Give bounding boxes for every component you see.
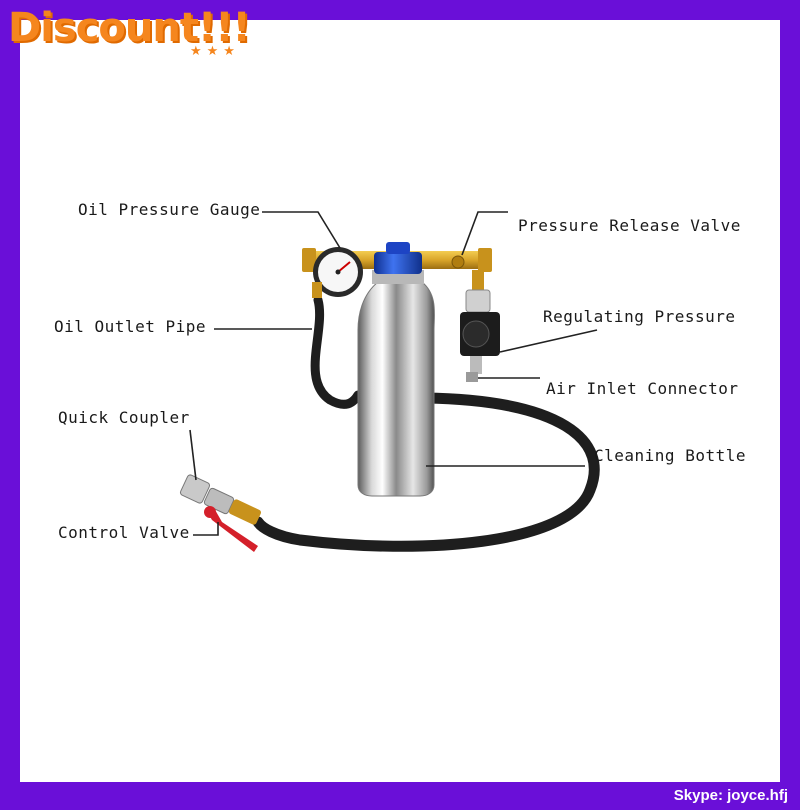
blue-cap <box>374 252 422 274</box>
label-control-valve: Control Valve <box>58 523 190 542</box>
main-hose <box>252 392 600 552</box>
quick-coupler <box>179 474 211 504</box>
leader-control-valve <box>193 522 219 536</box>
label-quick-coupler: Quick Coupler <box>58 408 190 427</box>
leader-pressure-release-valve <box>461 211 508 256</box>
cleaning-bottle <box>357 281 435 497</box>
banner-stars-icon: ★★★ <box>190 44 240 59</box>
label-pressure-release-valve: Pressure Release Valve <box>518 216 741 235</box>
label-air-inlet-connector: Air Inlet Connector <box>546 379 739 398</box>
pressure-regulator <box>465 289 491 313</box>
label-oil-outlet-pipe: Oil Outlet Pipe <box>54 317 206 336</box>
skype-contact: Skype: joyce.hfj <box>673 787 788 804</box>
label-cleaning-bottle: Cleaning Bottle <box>594 446 746 465</box>
label-regulating-pressure: Regulating Pressure <box>543 307 736 326</box>
leader-quick-coupler <box>189 429 197 481</box>
leader-regulating-pressure <box>499 329 598 353</box>
control-valve-handle <box>206 508 258 552</box>
leader-oil-pressure-gauge <box>262 211 341 249</box>
oil-outlet-hose <box>310 295 363 409</box>
label-oil-pressure-gauge: Oil Pressure Gauge <box>78 200 261 219</box>
discount-banner: Discount!!! <box>8 5 251 51</box>
